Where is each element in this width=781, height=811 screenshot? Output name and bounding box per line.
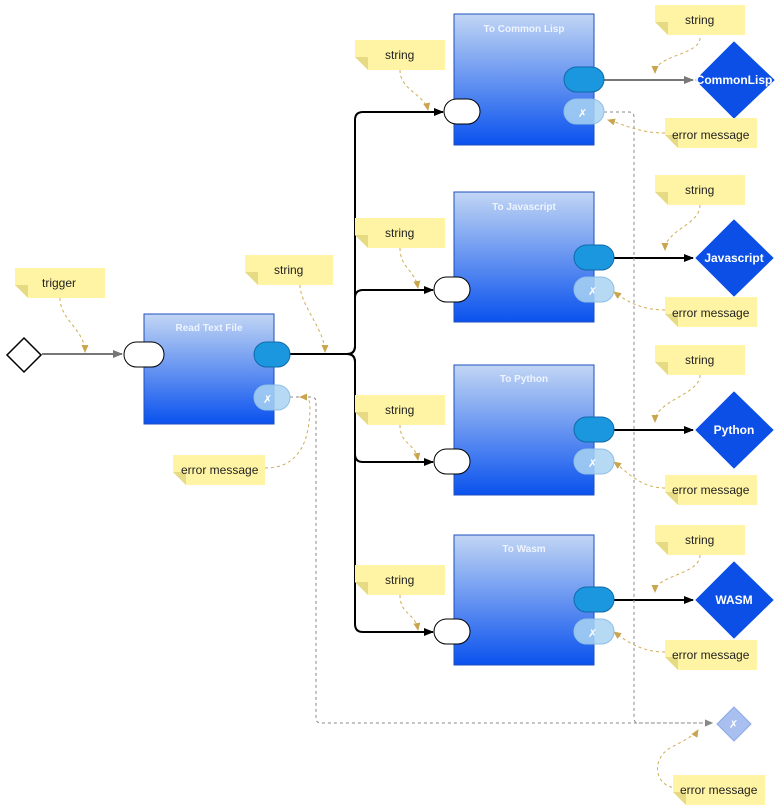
note-python-error: error message — [665, 475, 757, 505]
target-label: Python — [714, 423, 755, 437]
error-edge-converters — [604, 111, 713, 727]
notes: trigger string error message string stri… — [15, 5, 765, 805]
process-read-text-file[interactable]: Read Text File ✗ — [123, 313, 291, 425]
output-port[interactable] — [573, 586, 615, 613]
error-port[interactable] — [573, 448, 615, 475]
error-port[interactable] — [563, 98, 605, 125]
process-to-common-lisp[interactable]: To Common Lisp ✗ — [443, 13, 605, 146]
output-port[interactable] — [253, 341, 291, 368]
error-x-icon: ✗ — [588, 627, 597, 640]
note-js-input: string — [355, 218, 445, 248]
process-to-wasm[interactable]: To Wasm ✗ — [433, 534, 615, 666]
input-port[interactable] — [443, 98, 481, 125]
input-port[interactable] — [433, 448, 471, 475]
note-text: string — [685, 533, 714, 547]
edge-read-to-js — [290, 286, 434, 355]
note-text: string — [385, 226, 414, 240]
process-title: To Common Lisp — [484, 24, 565, 35]
error-edge-read — [290, 396, 713, 727]
note-js-error: error message — [665, 297, 757, 327]
error-port[interactable] — [253, 384, 291, 411]
note-wasm-input: string — [355, 565, 445, 595]
error-edges — [290, 111, 713, 727]
note-read-output: string — [245, 255, 333, 285]
error-x-icon: ✗ — [263, 393, 272, 406]
target-label: Javascript — [704, 251, 763, 265]
note-text: string — [385, 403, 414, 417]
error-x-icon: ✗ — [729, 718, 738, 731]
note-text: string — [685, 183, 714, 197]
note-sink-error: error message — [673, 775, 765, 805]
error-port[interactable] — [573, 276, 615, 303]
note-text: error message — [181, 463, 259, 477]
input-port[interactable] — [433, 276, 471, 303]
input-port[interactable] — [123, 341, 165, 368]
error-sink[interactable]: ✗ — [716, 706, 752, 742]
note-text: string — [274, 263, 303, 277]
note-text: error message — [672, 483, 750, 497]
note-text: error message — [672, 648, 750, 662]
note-text: string — [385, 573, 414, 587]
target-python[interactable]: Python — [695, 391, 774, 469]
note-text: string — [685, 13, 714, 27]
process-title: To Javascript — [492, 202, 556, 213]
note-trigger: trigger — [15, 268, 105, 298]
note-text: trigger — [42, 276, 76, 290]
note-wasm-output: string — [655, 525, 745, 555]
target-javascript[interactable]: Javascript — [695, 219, 774, 297]
process-to-python[interactable]: To Python ✗ — [433, 364, 615, 496]
note-read-error: error message — [173, 455, 265, 485]
target-label: WASM — [715, 593, 752, 607]
process-title: Read Text File — [175, 323, 242, 334]
process-title: To Python — [500, 374, 548, 385]
note-python-input: string — [355, 395, 445, 425]
start-node[interactable] — [5, 336, 43, 374]
note-python-output: string — [655, 345, 745, 375]
process-to-javascript[interactable]: To Javascript ✗ — [433, 191, 615, 323]
note-lisp-input: string — [355, 40, 445, 70]
note-lisp-output: string — [655, 5, 745, 35]
input-port[interactable] — [433, 618, 471, 645]
target-label: CommonLisp — [696, 73, 773, 87]
note-text: error message — [672, 306, 750, 320]
edge-read-to-wasm — [290, 353, 434, 636]
note-text: error message — [680, 783, 758, 797]
output-port[interactable] — [573, 244, 615, 271]
output-port[interactable] — [563, 66, 605, 93]
error-x-icon: ✗ — [588, 285, 597, 298]
target-wasm[interactable]: WASM — [695, 561, 774, 639]
output-port[interactable] — [573, 416, 615, 443]
error-x-icon: ✗ — [588, 457, 597, 470]
error-port[interactable] — [573, 618, 615, 645]
note-text: string — [385, 48, 414, 62]
note-wasm-error: error message — [665, 640, 757, 670]
flow-edges — [42, 76, 694, 636]
target-commonlisp[interactable]: CommonLisp — [695, 41, 775, 119]
error-x-icon: ✗ — [578, 107, 587, 120]
note-text: error message — [672, 128, 750, 142]
process-title: To Wasm — [502, 544, 545, 555]
note-js-output: string — [655, 175, 745, 205]
note-connectors — [59, 37, 701, 789]
note-lisp-error: error message — [665, 118, 757, 148]
note-text: string — [685, 353, 714, 367]
